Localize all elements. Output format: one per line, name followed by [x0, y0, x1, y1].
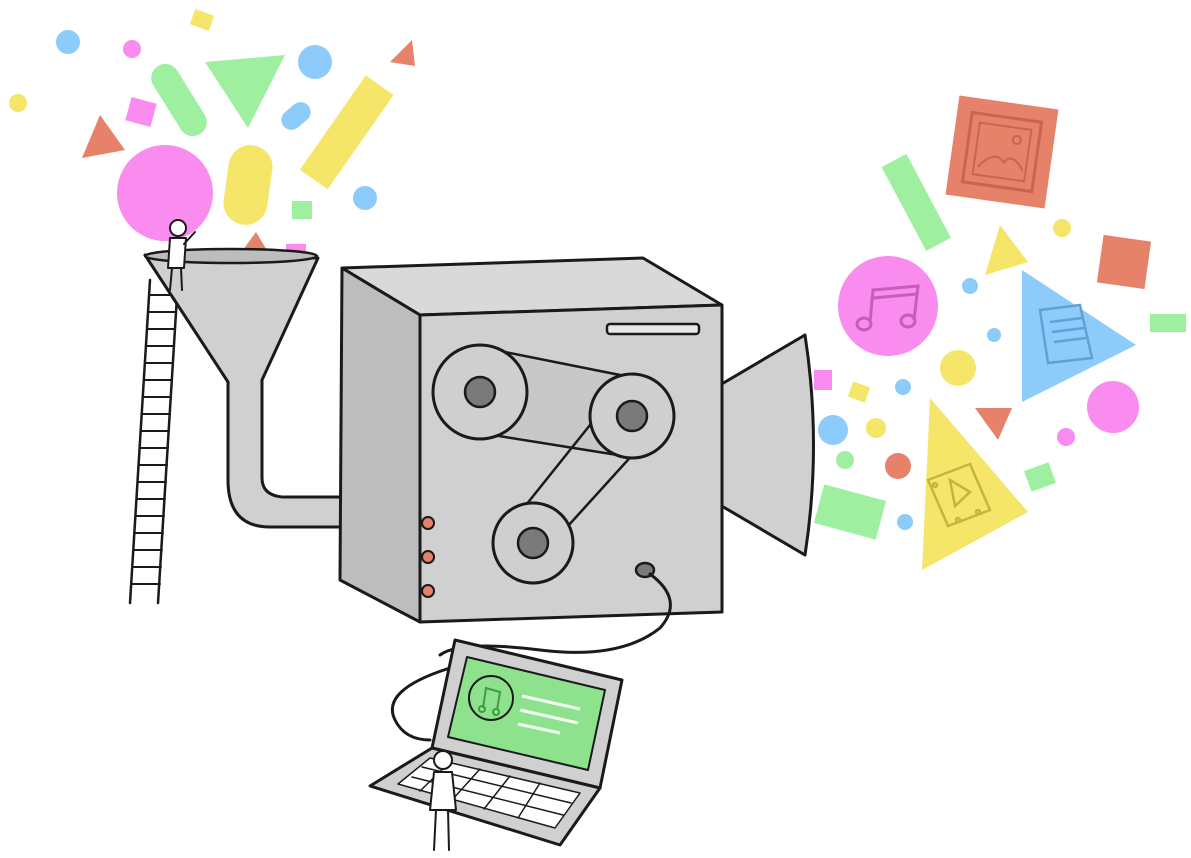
confetti-triangle	[985, 225, 1028, 275]
input-confetti	[9, 9, 415, 258]
confetti-square	[1097, 235, 1151, 289]
confetti-circle	[298, 45, 332, 79]
video-icon	[922, 398, 1028, 570]
confetti-circle	[353, 186, 377, 210]
confetti-pill	[146, 59, 212, 142]
confetti-rect	[848, 381, 870, 402]
confetti-circle	[9, 94, 27, 112]
image-icon	[946, 96, 1059, 209]
funnel	[145, 249, 372, 527]
confetti-circle	[885, 453, 911, 479]
confetti-rect	[125, 97, 156, 127]
disc-slot	[607, 324, 699, 334]
confetti-rect	[1150, 314, 1186, 332]
confetti-triangle	[975, 408, 1012, 440]
confetti-circle	[56, 30, 80, 54]
confetti-circle	[987, 328, 1001, 342]
confetti-bar	[814, 484, 886, 539]
laptop	[370, 640, 622, 845]
confetti-pill	[277, 98, 314, 134]
confetti-pill	[221, 142, 276, 227]
confetti-bar	[882, 154, 951, 251]
confetti-circle	[866, 418, 886, 438]
confetti-triangle	[390, 40, 415, 66]
confetti-circle	[1053, 219, 1071, 237]
confetti-circle	[940, 350, 976, 386]
confetti-triangle	[82, 115, 125, 158]
confetti-circle	[1057, 428, 1075, 446]
confetti-circle	[897, 514, 913, 530]
confetti-rect	[814, 370, 832, 390]
confetti-circle	[1087, 381, 1139, 433]
confetti-big-circle	[117, 145, 213, 241]
speaker-horn	[720, 335, 814, 555]
ladder	[130, 280, 178, 603]
confetti-bar	[300, 76, 394, 190]
music-note-icon	[838, 256, 938, 356]
confetti-rect	[190, 9, 214, 31]
confetti-circle	[962, 278, 978, 294]
confetti-pill	[818, 415, 848, 445]
confetti-circle	[895, 379, 911, 395]
confetti-triangle	[205, 55, 285, 128]
confetti-rect	[292, 201, 312, 219]
confetti-circle	[123, 40, 141, 58]
confetti-circle	[836, 451, 854, 469]
confetti-rect	[1024, 462, 1056, 492]
